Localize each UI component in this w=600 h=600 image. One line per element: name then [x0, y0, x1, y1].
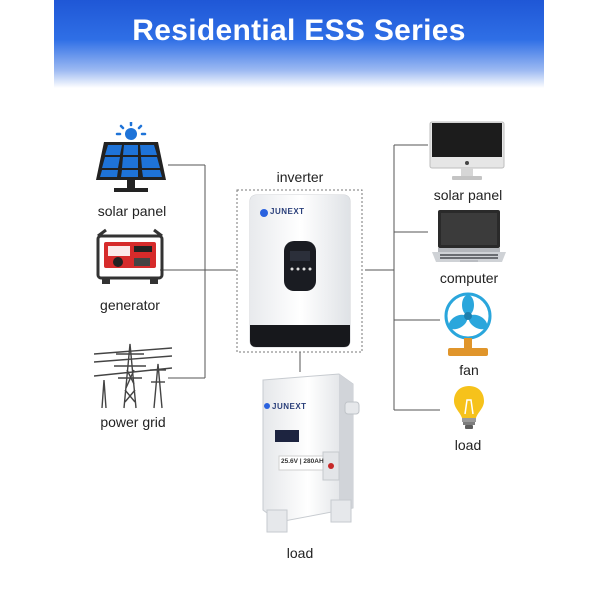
battery-spec: 25.6V | 280AH — [281, 458, 324, 465]
source-label-generator: generator — [100, 297, 160, 313]
monitor-icon — [429, 121, 505, 180]
source-label-power-grid: power grid — [100, 414, 166, 430]
page-title: Residential ESS Series — [132, 14, 466, 47]
load-label-computer: computer — [439, 270, 499, 286]
inverter-label: inverter — [276, 169, 324, 185]
load-label-fan: fan — [459, 362, 479, 378]
inverter-brand: JUNEXT — [270, 207, 305, 216]
battery-unit — [262, 373, 360, 533]
power-grid-icon — [94, 343, 172, 409]
solar-panel-icon — [96, 122, 166, 192]
inverter-unit — [249, 194, 351, 348]
load-label-light: load — [454, 437, 482, 453]
battery-label: load — [286, 545, 314, 561]
light-bulb-icon — [454, 386, 484, 429]
battery-brand: JUNEXT — [272, 402, 307, 411]
fan-icon — [444, 292, 492, 356]
header-banner: Residential ESS Series — [54, 0, 544, 88]
generator-icon — [96, 228, 164, 284]
load-label-monitor: solar panel — [433, 187, 503, 203]
laptop-icon — [432, 210, 506, 262]
source-label-solar-panel: solar panel — [97, 203, 167, 219]
